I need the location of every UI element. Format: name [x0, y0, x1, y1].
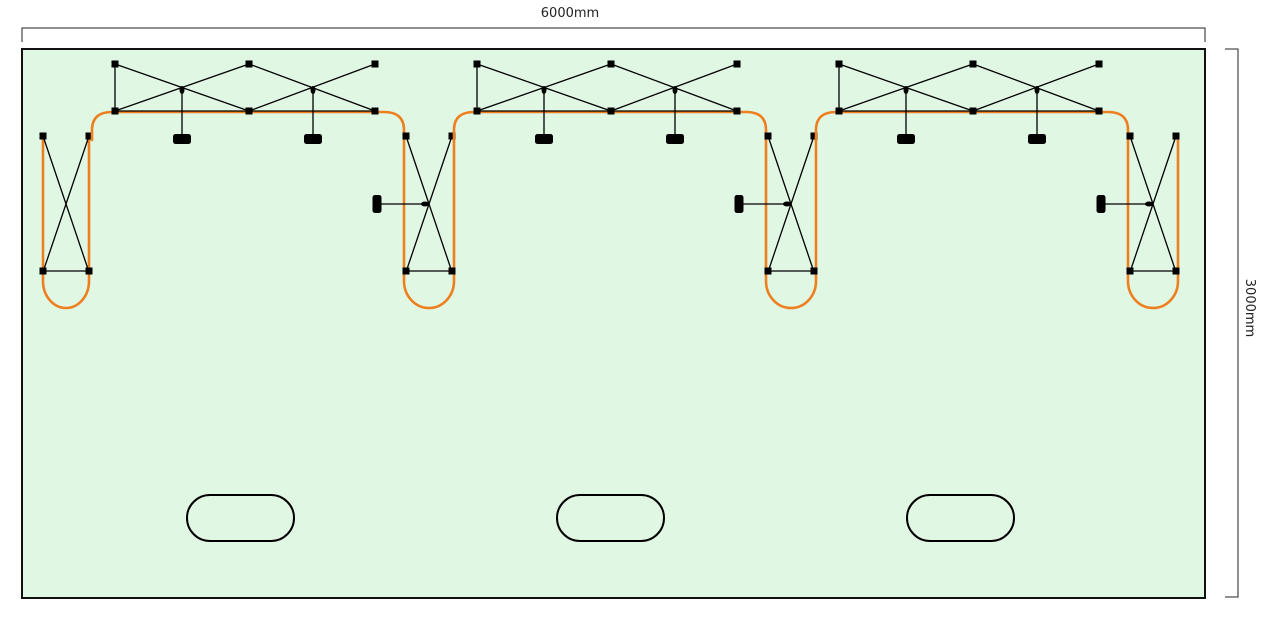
square-connector-icon: [810, 132, 818, 140]
square-connector-icon: [969, 107, 977, 115]
display-modules: [39, 60, 1180, 310]
frame-foot-icon: [666, 134, 684, 144]
square-connector-icon: [733, 60, 741, 68]
display-module-1: [90, 60, 456, 310]
square-connector-icon: [111, 107, 119, 115]
frame-foot-icon: [897, 134, 915, 144]
display-module-3: [814, 60, 1180, 310]
graphic-panel-outline: [814, 110, 1180, 310]
square-connector-icon: [607, 60, 615, 68]
square-connector-icon: [1095, 60, 1103, 68]
centre-connector-icon: [672, 86, 678, 94]
graphic-panel-outline: [452, 110, 818, 310]
square-connector-icon: [764, 132, 772, 140]
square-connector-icon: [39, 267, 47, 275]
square-connector-icon: [371, 107, 379, 115]
counters: [186, 494, 1015, 542]
square-connector-icon: [969, 60, 977, 68]
counter-left: [186, 494, 295, 542]
square-connector-icon: [85, 132, 93, 140]
frame-foot-icon: [1028, 134, 1046, 144]
square-connector-icon: [245, 107, 253, 115]
height-dimension: 3000mm: [1225, 48, 1257, 598]
centre-connector-icon: [310, 86, 316, 94]
width-label: 6000mm: [541, 6, 599, 21]
centre-connector-icon: [903, 86, 909, 94]
square-connector-icon: [402, 132, 410, 140]
display-module-2: [452, 60, 818, 310]
square-connector-icon: [245, 60, 253, 68]
square-connector-icon: [1126, 132, 1134, 140]
square-connector-icon: [473, 60, 481, 68]
square-connector-icon: [473, 107, 481, 115]
end-cap-left: [39, 132, 93, 310]
frame-foot-icon: [304, 134, 322, 144]
centre-connector-icon: [179, 86, 185, 94]
counter-middle: [556, 494, 665, 542]
width-dimension: 6000mm: [21, 6, 1206, 42]
frame-strut: [42, 135, 90, 273]
square-connector-icon: [1172, 267, 1180, 275]
graphic-panel-outline: [41, 138, 91, 310]
square-connector-icon: [1095, 107, 1103, 115]
graphic-panel-outline: [90, 110, 456, 310]
square-connector-icon: [402, 267, 410, 275]
frame-foot-icon: [372, 195, 382, 213]
square-connector-icon: [607, 107, 615, 115]
square-connector-icon: [39, 132, 47, 140]
frame-foot-icon: [173, 134, 191, 144]
square-connector-icon: [371, 60, 379, 68]
square-connector-icon: [448, 267, 456, 275]
frame-foot-icon: [535, 134, 553, 144]
centre-connector-icon: [783, 201, 791, 207]
counter-right: [906, 494, 1015, 542]
square-connector-icon: [835, 107, 843, 115]
centre-connector-icon: [421, 201, 429, 207]
square-connector-icon: [111, 60, 119, 68]
centre-connector-icon: [541, 86, 547, 94]
square-connector-icon: [733, 107, 741, 115]
square-connector-icon: [764, 267, 772, 275]
floor-area: [21, 48, 1206, 599]
square-connector-icon: [448, 132, 456, 140]
frame-foot-icon: [1096, 195, 1106, 213]
frame-foot-icon: [734, 195, 744, 213]
centre-connector-icon: [1145, 201, 1153, 207]
square-connector-icon: [810, 267, 818, 275]
height-label: 3000mm: [1242, 279, 1257, 337]
square-connector-icon: [1126, 267, 1134, 275]
centre-connector-icon: [1034, 86, 1040, 94]
square-connector-icon: [835, 60, 843, 68]
square-connector-icon: [1172, 132, 1180, 140]
square-connector-icon: [85, 267, 93, 275]
